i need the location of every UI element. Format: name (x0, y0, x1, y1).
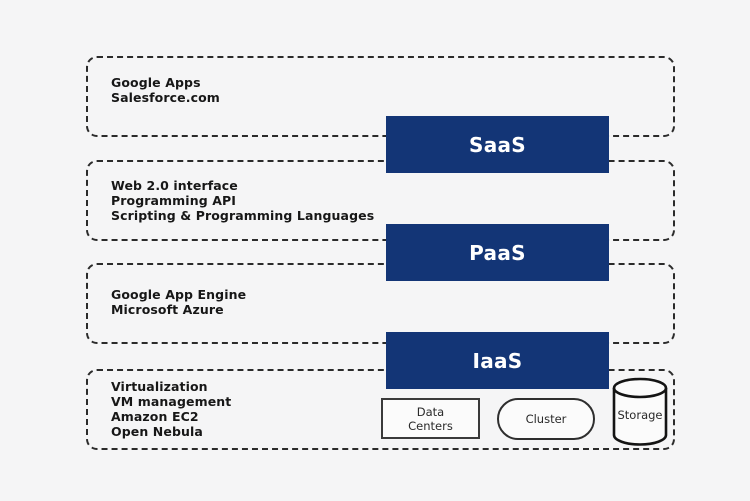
list-item: Google App Engine (111, 287, 247, 302)
layer-box-paas (86, 160, 675, 241)
storage-cylinder-icon: Storage (611, 377, 669, 447)
list-item: Web 2.0 interface (111, 178, 238, 193)
list-item: Virtualization (111, 379, 208, 394)
saas-badge: SaaS (386, 116, 609, 173)
list-item: Open Nebula (111, 424, 203, 439)
list-item: Microsoft Azure (111, 302, 224, 317)
paas-badge: PaaS (386, 224, 609, 281)
data-centers-box: Data Centers (381, 398, 480, 439)
storage-label: Storage (618, 408, 663, 422)
paas-examples-list: Web 2.0 interface Programming API Script… (111, 178, 374, 223)
list-item: Scripting & Programming Languages (111, 208, 375, 223)
data-centers-label: Data Centers (408, 404, 453, 433)
list-item: VM management (111, 394, 232, 409)
list-item: Amazon EC2 (111, 409, 199, 424)
layer-box-saas (86, 56, 675, 137)
infrastructure-list: Virtualization VM management Amazon EC2 … (111, 379, 231, 439)
iaas-examples-list: Google App Engine Microsoft Azure (111, 287, 246, 317)
list-item: Salesforce.com (111, 90, 220, 105)
saas-examples-list: Google Apps Salesforce.com (111, 75, 220, 105)
cluster-label: Cluster (525, 412, 567, 426)
list-item: Programming API (111, 193, 236, 208)
cluster-pill: Cluster (497, 398, 595, 440)
iaas-badge: IaaS (386, 332, 609, 389)
list-item: Google Apps (111, 75, 201, 90)
layer-box-iaas (86, 263, 675, 344)
layer-box-infrastructure (86, 369, 675, 450)
